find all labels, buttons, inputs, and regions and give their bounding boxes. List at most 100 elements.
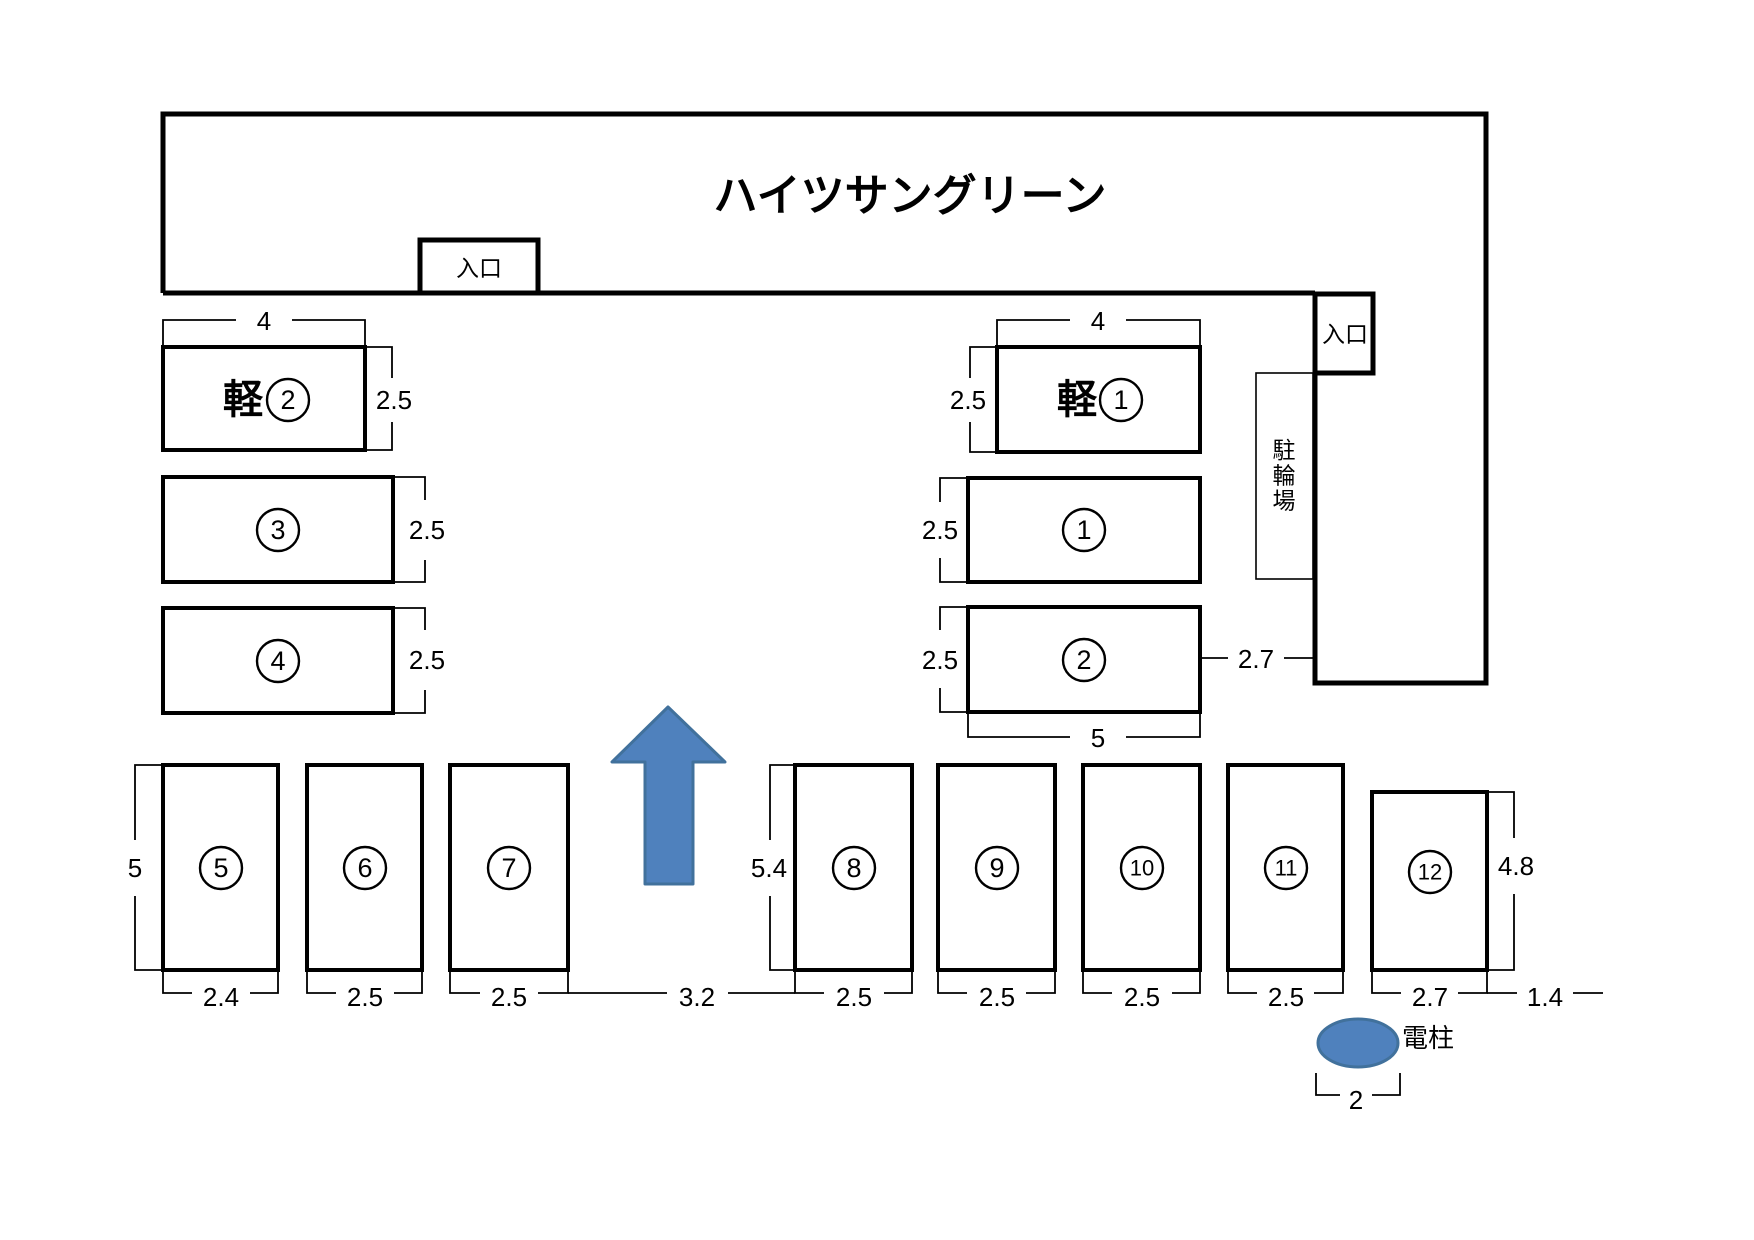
space-5-box — [161, 763, 280, 972]
building-outline — [160, 111, 1489, 686]
space-8-number: 8 — [846, 853, 861, 883]
space-kei1-kanji: 軽 — [1057, 378, 1098, 422]
dim-s5-height-label: 5 — [128, 853, 142, 883]
space-7-box — [448, 763, 570, 972]
dim-mid-gap-label: 3.2 — [679, 982, 715, 1012]
dim-pole-width-label: 2 — [1349, 1085, 1363, 1115]
space-4-box — [161, 606, 395, 715]
bike-parking: 駐輪場 — [1255, 372, 1314, 580]
space-9: 9 — [936, 763, 1057, 972]
space-12-circle — [1407, 849, 1453, 895]
utility-pole-label: 電柱 — [1402, 1023, 1454, 1053]
space-3-box — [161, 475, 395, 584]
dim-s2-height-bracket — [939, 606, 968, 713]
dim-kei2-height-bracket — [365, 346, 393, 451]
space-5-number: 5 — [213, 853, 228, 883]
space-5-circle — [198, 845, 244, 891]
space-7-number: 7 — [501, 853, 516, 883]
space-kei1-number: 1 — [1113, 385, 1128, 415]
dim-s2-height-label: 2.5 — [922, 645, 958, 675]
dim-kei1-width-bracket — [996, 319, 1201, 345]
dim-s8-width-bracket — [794, 970, 913, 994]
space-3-circle — [255, 507, 301, 553]
dim-s8-height-bracket — [769, 764, 795, 971]
space-8-circle — [831, 845, 877, 891]
dim-s6-width-bracket — [306, 970, 423, 994]
entrance-top-label: 入口 — [456, 255, 502, 281]
utility-pole-ellipse — [1316, 1017, 1400, 1069]
dim-s2-width-bracket — [967, 714, 1201, 738]
space-2-circle — [1061, 637, 1107, 683]
dim-s11-width-label: 2.5 — [1268, 982, 1304, 1012]
dim-s1-height-label: 2.5 — [922, 515, 958, 545]
space-10-circle — [1119, 845, 1165, 891]
space-3-number: 3 — [270, 515, 285, 545]
dim-s6-width-label: 2.5 — [347, 982, 383, 1012]
dim-lane-right-label: 2.7 — [1238, 644, 1274, 674]
dim-s12-height-bracket — [1487, 791, 1515, 971]
dim-s3-height-bracket — [395, 476, 426, 583]
dim-s12-width-label: 2.7 — [1412, 982, 1448, 1012]
space-10: 10 — [1081, 763, 1202, 972]
dim-kei2-width-label: 4 — [257, 306, 271, 336]
dim-s11-width-bracket — [1227, 970, 1344, 994]
space-6-box — [305, 763, 424, 972]
space-4: 4 — [161, 606, 395, 715]
dim-pole-width-bracket — [1315, 1073, 1401, 1096]
space-11-circle — [1263, 845, 1309, 891]
dim-s5-width-bracket — [162, 970, 279, 994]
space-12-number: 12 — [1418, 860, 1442, 885]
space-2-box — [966, 605, 1202, 714]
space-11-number: 11 — [1275, 856, 1298, 881]
dim-kei1-height-label: 2.5 — [950, 385, 986, 415]
dim-kei1-width-label: 4 — [1091, 306, 1105, 336]
bike-parking-box — [1255, 372, 1314, 580]
space-11-box — [1226, 763, 1345, 972]
dim-s9-width-bracket — [937, 970, 1056, 994]
space-8: 8 — [793, 763, 914, 972]
dim-s8-width-label: 2.5 — [836, 982, 872, 1012]
space-8-box — [793, 763, 914, 972]
space-9-circle — [974, 845, 1020, 891]
space-9-box — [936, 763, 1057, 972]
space-6-circle — [342, 845, 388, 891]
space-10-box — [1081, 763, 1202, 972]
dim-s4-height-bracket — [395, 607, 426, 714]
dim-s9-width-label: 2.5 — [979, 982, 1015, 1012]
space-6-number: 6 — [357, 853, 372, 883]
dim-s8-height-label: 5.4 — [751, 853, 787, 883]
dim-s5-height-bracket — [134, 764, 163, 971]
space-6: 6 — [305, 763, 424, 972]
entrance-top-box — [417, 237, 541, 296]
space-1-circle — [1061, 507, 1107, 553]
space-kei2: 軽 2 — [161, 345, 367, 452]
space-kei2-number: 2 — [280, 385, 295, 415]
space-11: 11 — [1226, 763, 1345, 972]
utility-pole: 電柱 — [1316, 1017, 1454, 1069]
dim-right-gap-label: 1.4 — [1527, 982, 1563, 1012]
dim-s2-width-label: 5 — [1091, 723, 1105, 753]
dim-s10-width-bracket — [1082, 970, 1201, 994]
dim-s12-height-label: 4.8 — [1498, 851, 1534, 881]
dim-s10-width-label: 2.5 — [1124, 982, 1160, 1012]
dim-kei2-width-bracket — [162, 319, 366, 345]
space-1: 1 — [966, 476, 1202, 584]
space-7: 7 — [448, 763, 570, 972]
space-7-circle — [486, 845, 532, 891]
space-1-number: 1 — [1076, 515, 1091, 545]
dim-s7-width-label: 2.5 — [491, 982, 527, 1012]
space-kei1-circle — [1098, 377, 1144, 423]
space-5: 5 — [161, 763, 280, 972]
space-kei1-box — [995, 345, 1202, 454]
dim-s4-height-label: 2.5 — [409, 645, 445, 675]
space-kei1: 軽 1 — [995, 345, 1202, 454]
space-10-number: 10 — [1130, 856, 1154, 881]
space-12-box — [1370, 790, 1489, 972]
space-4-number: 4 — [270, 646, 285, 676]
building-title: ハイツサングリーン — [714, 172, 1107, 221]
space-kei2-box — [161, 345, 367, 452]
space-4-circle — [255, 638, 301, 684]
space-12: 12 — [1370, 790, 1489, 972]
